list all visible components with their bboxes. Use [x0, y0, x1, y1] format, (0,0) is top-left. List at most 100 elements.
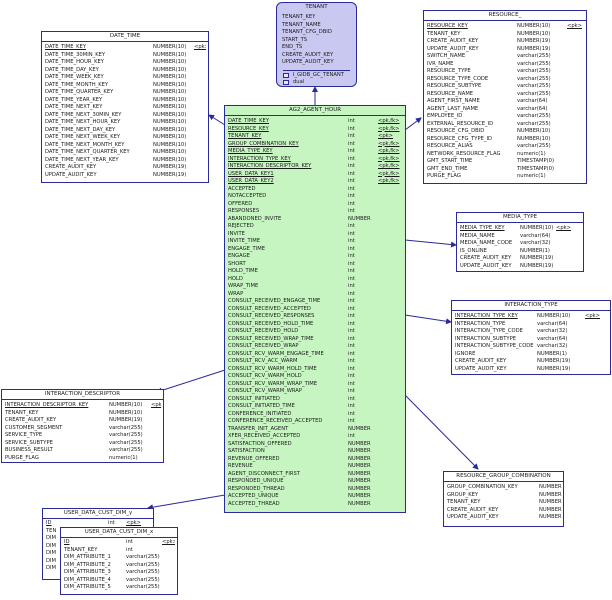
- resource-group-combination-entity[interactable]: RESOURCE_GROUP_COMBINATION GROUP_COMBINA…: [443, 471, 564, 527]
- user-data-cust-dim-y-row[interactable]: DIM: [46, 543, 151, 551]
- user-data-cust-dim-y-row[interactable]: DIM: [46, 535, 151, 543]
- date-time-entity[interactable]: DATE_TIME DATE_TIME_KEYNUMBER(10)<pk>DAT…: [41, 31, 209, 183]
- user-data-cust-dim-y-row[interactable]: DIM: [46, 558, 151, 566]
- tenant-index-row[interactable]: I_GIDB_GC_TENANT: [277, 72, 356, 80]
- tenant-row[interactable]: END_TS: [282, 44, 354, 52]
- tenant-row[interactable]: TENANT_KEY: [282, 14, 354, 22]
- tenant-row[interactable]: TENANT_CFG_DBID: [282, 29, 354, 37]
- tenant-row[interactable]: UPDATE_AUDIT_KEY: [282, 59, 354, 67]
- user-data-cust-dim-y-row[interactable]: DIM: [46, 565, 151, 573]
- user-data-cust-dim-y-row[interactable]: DIM: [46, 550, 151, 558]
